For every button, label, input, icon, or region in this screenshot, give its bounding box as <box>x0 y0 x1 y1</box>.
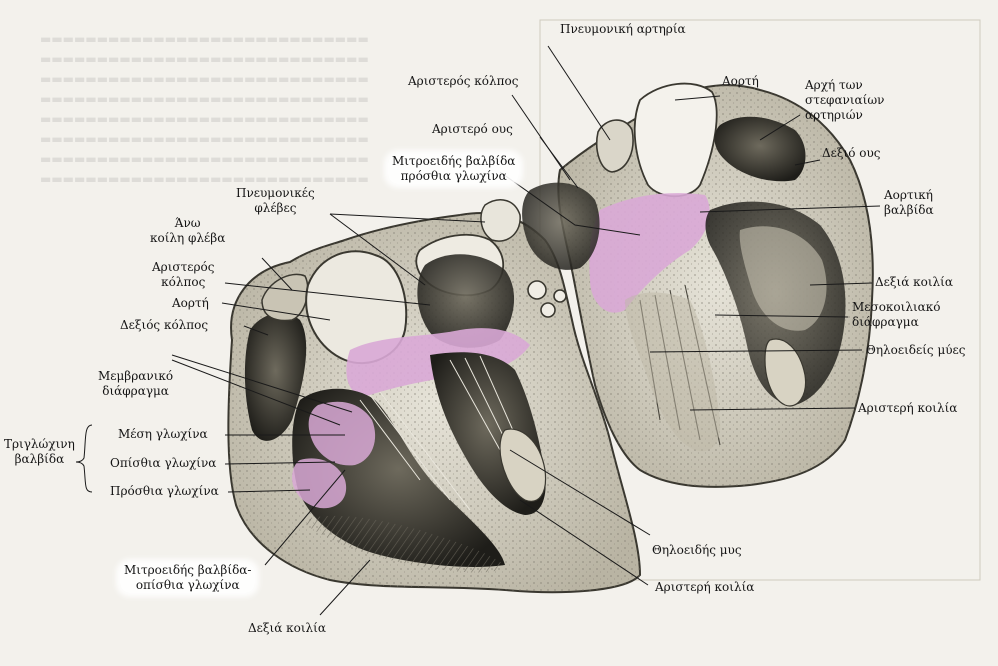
label-aortic-valve: Αορτική βαλβίδα <box>884 188 934 218</box>
label-mitral-anterior-line1: Μιτροειδής βαλβίδα <box>392 154 515 169</box>
leader-left-atrium-top <box>512 95 570 180</box>
label-coronary-line2: στεφανιαίων <box>805 93 884 108</box>
label-papillary-muscle: Θηλοειδής μυς <box>652 543 742 558</box>
label-middle-leaflet: Μέση γλωχίνα <box>118 427 208 442</box>
label-membranous-septum: Μεμβρανικό διάφραγμα <box>98 369 173 399</box>
label-aortic-valve-line2: βαλβίδα <box>884 203 934 218</box>
label-aortic-valve-line1: Αορτική <box>884 188 934 203</box>
label-mitral-posterior-line2: οπίσθια γλωχίνα <box>124 578 251 593</box>
label-membranous-line2: διάφραγμα <box>98 384 173 399</box>
label-tricuspid-line2: βαλβίδα <box>4 452 75 467</box>
label-right-auricle: Δεξιό ους <box>822 146 880 161</box>
label-mitral-posterior-line1: Μιτροειδής βαλβίδα- <box>124 563 251 578</box>
label-coronary-line3: αρτηριών <box>805 108 884 123</box>
label-right-ventricle-right: Δεξιά κοιλία <box>875 275 953 290</box>
label-right-atrium: Δεξιός κόλπος <box>120 318 208 333</box>
label-pulmonary-veins: Πνευμονικές φλέβες <box>236 186 315 216</box>
leader-pulmonary-artery <box>548 46 610 140</box>
label-coronary-arteries: Αρχή των στεφανιαίων αρτηριών <box>805 78 884 123</box>
label-septum: Μεσοκοιλιακό διάφραγμα <box>852 300 941 330</box>
label-posterior-leaflet: Οπίσθια γλωχίνα <box>110 456 216 471</box>
coronary-vessel-1 <box>528 281 546 299</box>
label-tricuspid-valve: Τριγλώχινη βαλβίδα <box>4 437 75 467</box>
coronary-vessel-2 <box>541 303 555 317</box>
label-svc-line2: κοίλη φλέβα <box>150 231 225 246</box>
coronary-vessel-3 <box>554 290 566 302</box>
label-pulmonary-veins-line1: Πνευμονικές <box>236 186 315 201</box>
label-left-atrium-left: Αριστερός κόλπος <box>152 260 214 290</box>
label-left-ventricle-bottom: Αριστερή κοιλία <box>655 580 754 595</box>
label-left-atrium-left-line1: Αριστερός <box>152 260 214 275</box>
tricuspid-brace <box>76 425 92 492</box>
label-svc: Άνω κοίλη φλέβα <box>150 216 225 246</box>
label-membranous-line1: Μεμβρανικό <box>98 369 173 384</box>
label-right-ventricle-bottom: Δεξιά κοιλία <box>248 621 326 636</box>
label-pulmonary-artery: Πνευμονική αρτηρία <box>560 22 686 37</box>
label-aorta-top: Αορτή <box>722 74 759 89</box>
label-pulmonary-veins-line2: φλέβες <box>236 201 315 216</box>
label-svc-line1: Άνω <box>150 216 225 231</box>
label-mitral-anterior-line2: πρόσθια γλωχίνα <box>392 169 515 184</box>
label-septum-line1: Μεσοκοιλιακό <box>852 300 941 315</box>
label-left-auricle: Αριστερό ους <box>432 122 513 137</box>
label-left-ventricle-right: Αριστερή κοιλία <box>858 401 957 416</box>
label-septum-line2: διάφραγμα <box>852 315 941 330</box>
label-left-atrium-top: Αριστερός κόλπος <box>408 74 518 89</box>
label-papillary-muscles-right: Θηλοειδείς μύες <box>866 343 966 358</box>
label-mitral-anterior: Μιτροειδής βαλβίδα πρόσθια γλωχίνα <box>388 154 519 184</box>
label-aorta-left: Αορτή <box>172 296 209 311</box>
label-tricuspid-line1: Τριγλώχινη <box>4 437 75 452</box>
label-left-atrium-left-line2: κόλπος <box>152 275 214 290</box>
label-mitral-posterior: Μιτροειδής βαλβίδα- οπίσθια γλωχίνα <box>120 563 255 593</box>
pulmonary-vein-tube <box>481 200 520 241</box>
label-coronary-line1: Αρχή των <box>805 78 884 93</box>
label-anterior-leaflet: Πρόσθια γλωχίνα <box>110 484 219 499</box>
